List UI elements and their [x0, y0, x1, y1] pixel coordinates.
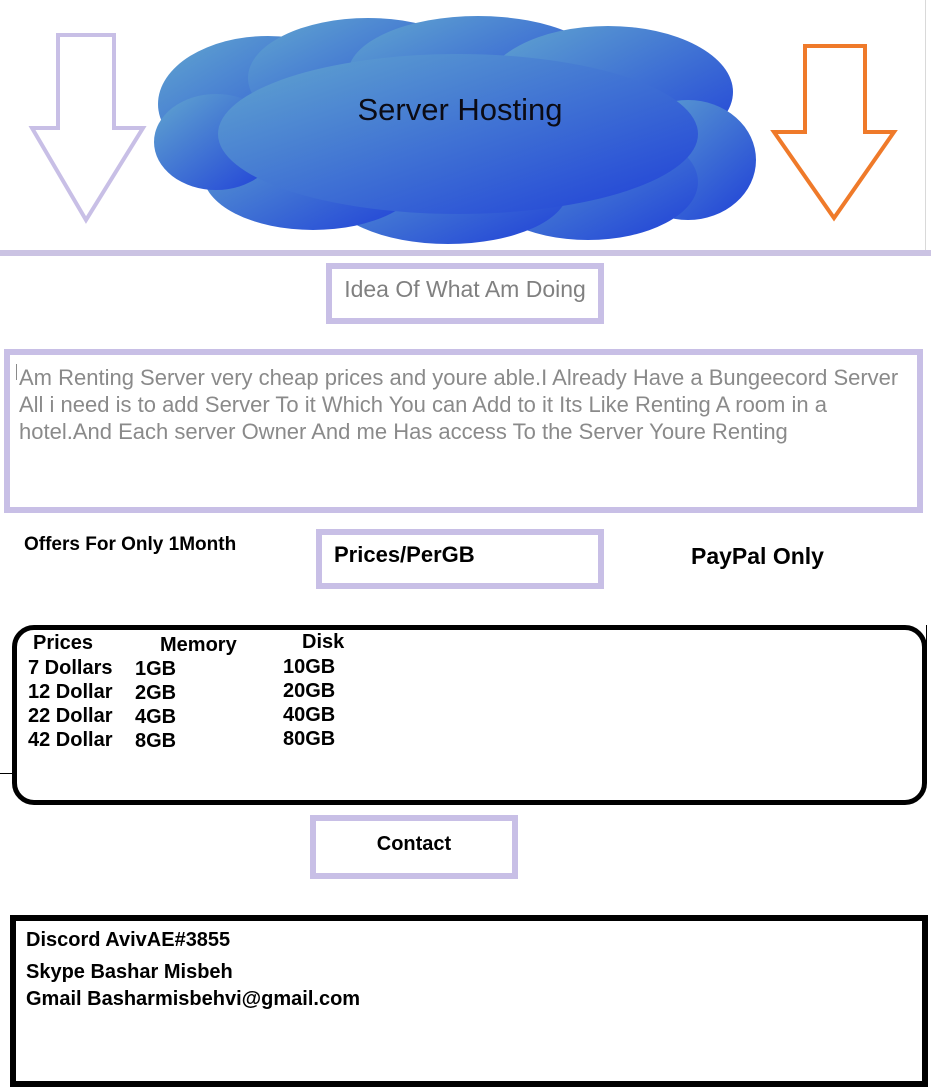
contact-info-box [10, 915, 928, 1087]
payment-method-label: PayPal Only [691, 543, 824, 569]
skype-contact: Skype Bashar Misbeh [26, 961, 233, 983]
idea-heading: Idea Of What Am Doing [344, 276, 586, 302]
table-cell-disk: 80GB [283, 728, 336, 750]
table-cell-memory: 2GB [135, 682, 177, 704]
table-cell-price: 42 Dollar [28, 729, 113, 751]
table-cell-price: 12 Dollar [28, 681, 113, 703]
table-side-line [0, 773, 12, 774]
table-cell-price: 7 Dollars [28, 657, 113, 679]
right-arrow-icon [770, 44, 898, 222]
table-cell-memory: 8GB [135, 730, 177, 752]
table-header-prices: Prices [33, 632, 94, 654]
table-cell-disk: 40GB [283, 704, 336, 726]
offer-duration-label: Offers For Only 1Month [24, 534, 237, 555]
description-box [4, 349, 923, 513]
header-divider [0, 250, 931, 256]
gmail-contact: Gmail Basharmisbehvi@gmail.com [26, 988, 361, 1010]
contact-heading: Contact [376, 833, 452, 855]
prices-box [316, 529, 604, 589]
table-cell-memory: 4GB [135, 706, 177, 728]
contact-box [310, 815, 518, 879]
prices-per-gb-label: Prices/PerGB [334, 542, 475, 567]
table-cell-memory: 1GB [135, 658, 177, 680]
page-title: Server Hosting [357, 92, 563, 127]
table-cell-disk: 10GB [283, 656, 336, 678]
table-cell-price: 22 Dollar [28, 705, 113, 727]
discord-contact: Discord AvivAE#3855 [26, 929, 231, 951]
left-arrow-icon [28, 33, 147, 224]
text-caret [16, 364, 17, 380]
description-text: Am Renting Server very cheap prices and … [19, 365, 899, 444]
cloud-icon [154, 16, 756, 244]
table-header-memory: Memory [160, 634, 237, 656]
idea-box [326, 263, 604, 324]
table-cell-disk: 20GB [283, 680, 336, 702]
header-edge-line [925, 0, 926, 250]
table-header-disk: Disk [302, 631, 345, 653]
pricing-table [12, 625, 927, 805]
